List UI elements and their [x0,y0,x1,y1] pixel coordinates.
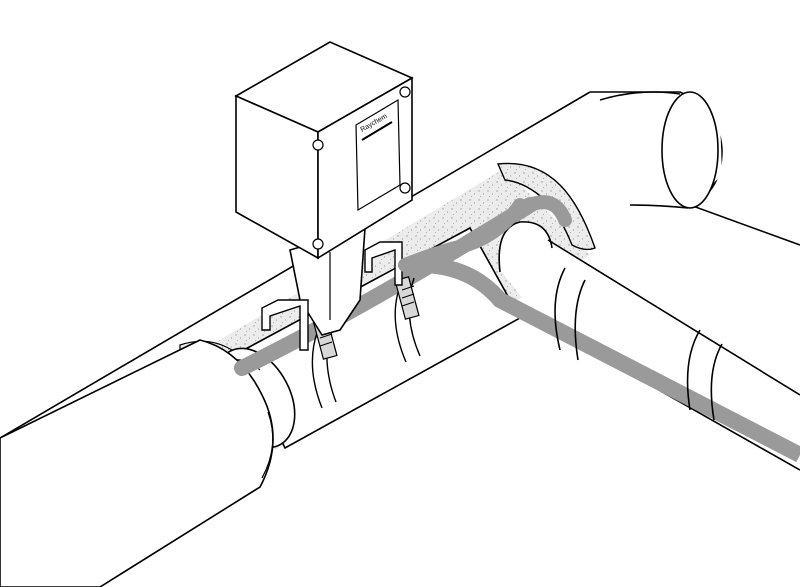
main-pipe-right-end [590,91,800,246]
heating-cable-drop [398,198,527,272]
u-bracket-left [261,299,309,351]
screw-icon [399,182,411,194]
screw-icon [399,86,411,98]
heating-cable-branch [419,257,800,463]
branch-bands [554,267,723,421]
junction-box-label-panel [355,98,401,212]
left-pipe-insulation [0,339,274,587]
u-bracket-right [364,241,403,286]
junction-box: Raychem [234,41,414,260]
screw-icon [312,238,324,250]
screw-icon [312,139,324,151]
